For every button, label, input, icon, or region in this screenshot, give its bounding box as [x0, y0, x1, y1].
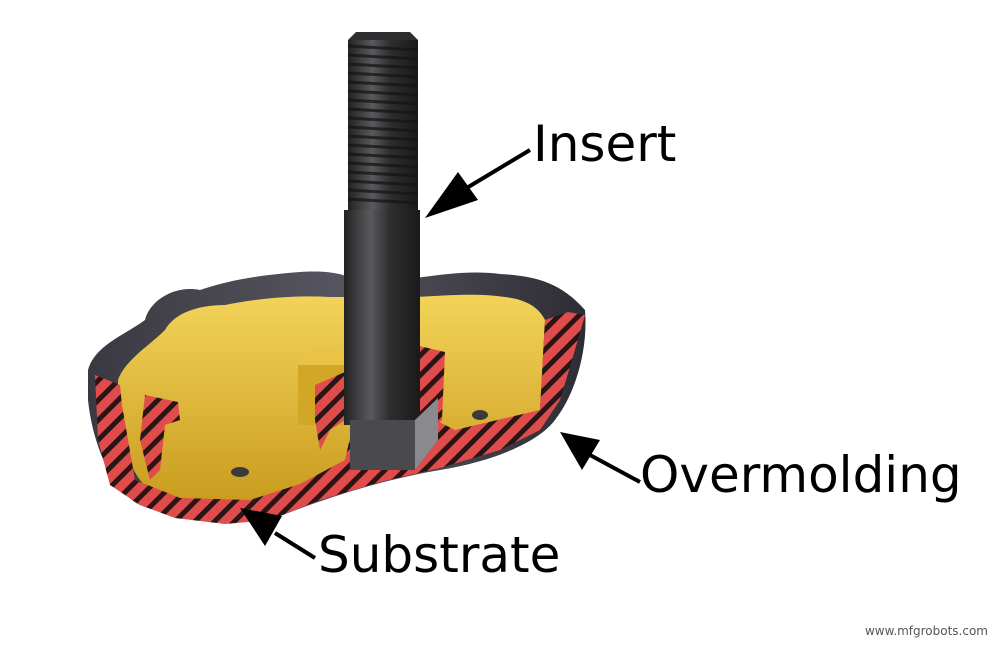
arrow-substrate [240, 508, 317, 560]
substrate-center-wall [315, 372, 345, 450]
watermark: www.mfgrobots.com [864, 624, 988, 638]
hole-right [472, 410, 488, 420]
label-insert: Insert [533, 115, 677, 173]
hole-left [231, 467, 249, 477]
arrow-insert [425, 148, 532, 218]
insert-bolt [344, 32, 438, 470]
substrate-section [95, 312, 585, 524]
arrow-overmolding [560, 432, 641, 484]
substrate-left-wall [140, 395, 180, 480]
label-substrate: Substrate [318, 526, 561, 584]
label-overmolding: Overmolding [640, 446, 962, 504]
